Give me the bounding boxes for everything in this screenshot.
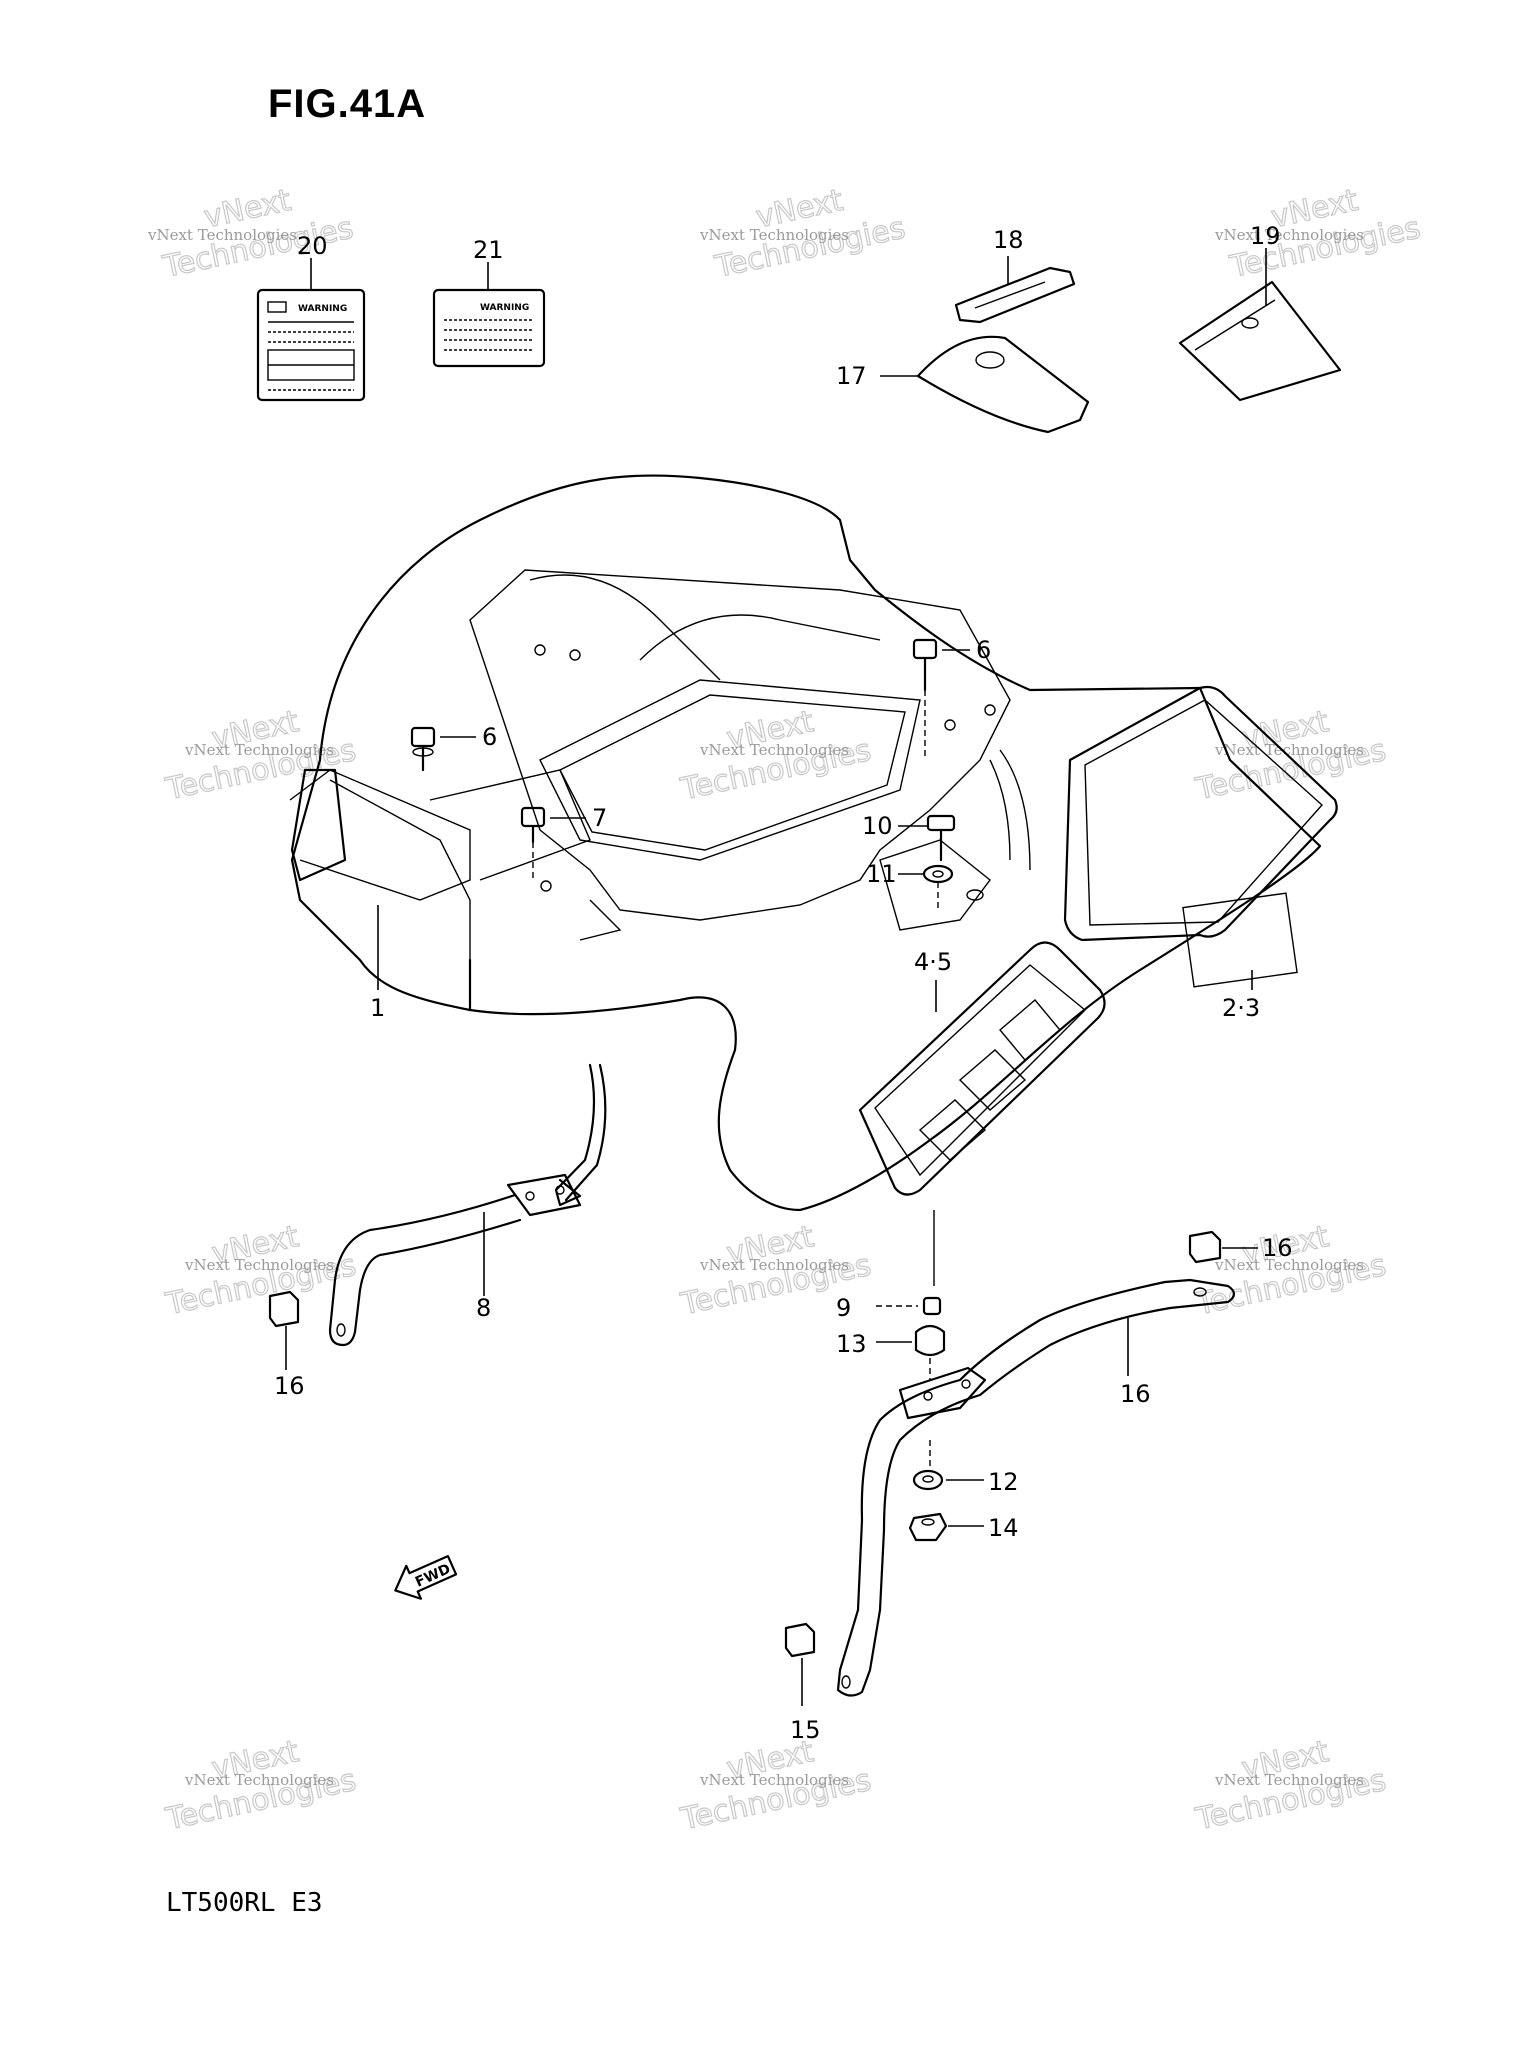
callout-14: 12 xyxy=(988,1468,1019,1496)
watermark: Technologies vNext vNext Technologies xyxy=(677,1218,875,1322)
svg-text:WARNING: WARNING xyxy=(480,303,529,313)
svg-text:vNext Technologies: vNext Technologies xyxy=(699,1771,849,1789)
warning-label-20: WARNING xyxy=(256,288,366,402)
fwd-arrow-icon: FWD xyxy=(394,1554,458,1600)
svg-text:vNext Technologies: vNext Technologies xyxy=(1214,741,1364,759)
cover-17 xyxy=(916,335,1090,434)
callout-9: 16 xyxy=(1120,1380,1151,1408)
stay-8 xyxy=(328,1063,607,1347)
bolt-10 xyxy=(926,814,956,862)
callout-16b: 16 xyxy=(1262,1234,1293,1262)
svg-text:WARNING: WARNING xyxy=(298,304,347,314)
warning-label-21: WARNING xyxy=(432,288,546,368)
callout-17: 17 xyxy=(836,362,867,390)
cap-16-right-upper xyxy=(1188,1230,1222,1264)
watermark: Technologies vNext vNext Technologies xyxy=(699,182,909,285)
svg-text:vNext Technologies: vNext Technologies xyxy=(1214,1256,1364,1274)
figure-title: FIG.41A xyxy=(268,82,427,126)
callout-18: 18 xyxy=(993,226,1024,254)
callout-2-3: 2·3 xyxy=(1222,994,1260,1022)
svg-text:vNext Technologies: vNext Technologies xyxy=(184,1771,334,1789)
watermark: Technologies vNext vNext Technologies xyxy=(162,703,360,807)
callout-7: 7 xyxy=(592,804,607,832)
pouch-19 xyxy=(1178,280,1342,402)
model-code: LT500RL E3 xyxy=(166,1888,323,1918)
grommet-12 xyxy=(914,1324,946,1380)
svg-text:vNext Technologies: vNext Technologies xyxy=(699,1256,849,1274)
watermark: Technologies vNext vNext Technologies xyxy=(1192,703,1390,807)
callout-10: 10 xyxy=(862,812,893,840)
bolt-7 xyxy=(520,806,546,880)
washer-11 xyxy=(922,864,954,910)
callout-8: 8 xyxy=(476,1294,491,1322)
svg-text:vNext Technologies: vNext Technologies xyxy=(699,226,849,244)
callout-12: 13 xyxy=(836,1330,867,1358)
washer-14 xyxy=(912,1440,944,1491)
callout-6b: 6 xyxy=(482,723,497,751)
callout-16c: 15 xyxy=(790,1716,821,1744)
svg-text:vNext Technologies: vNext Technologies xyxy=(1214,1771,1364,1789)
callout-1: 1 xyxy=(370,994,385,1022)
svg-text:vNext Technologies: vNext Technologies xyxy=(147,226,297,244)
svg-text:vNext Technologies: vNext Technologies xyxy=(184,741,334,759)
cap-16-bottom xyxy=(784,1622,816,1658)
callout-19: 19 xyxy=(1250,222,1281,250)
watermark: Technologies vNext vNext Technologies xyxy=(1214,182,1424,285)
watermark: Technologies vNext vNext Technologies xyxy=(162,1218,360,1322)
callout-13: 9 xyxy=(836,1294,851,1322)
callout-6a: 6 xyxy=(976,636,991,664)
svg-text:vNext Technologies: vNext Technologies xyxy=(699,741,849,759)
bolt-6-upper xyxy=(912,638,938,760)
callout-11: 11 xyxy=(866,860,897,888)
bracket-18 xyxy=(954,266,1076,324)
cap-16-left xyxy=(268,1290,300,1328)
bolt-6-left xyxy=(410,726,436,772)
nut-15 xyxy=(908,1512,948,1542)
callout-21: 21 xyxy=(473,236,504,264)
watermark: Technologies vNext vNext Technologies xyxy=(1192,1733,1390,1837)
callout-15: 14 xyxy=(988,1514,1019,1542)
svg-text:FWD: FWD xyxy=(413,1561,453,1591)
svg-text:vNext Technologies: vNext Technologies xyxy=(184,1256,334,1274)
rear-fender xyxy=(289,474,1338,1212)
stay-9 xyxy=(836,1278,1236,1697)
svg-text:vNext Technologies: vNext Technologies xyxy=(1214,226,1364,244)
callout-4-5: 4·5 xyxy=(914,948,952,976)
callout-20: 20 xyxy=(297,232,328,260)
watermark: Technologies vNext vNext Technologies xyxy=(162,1733,360,1837)
callout-16a: 16 xyxy=(274,1372,305,1400)
collar-13 xyxy=(922,1296,942,1316)
watermark: Technologies vNext vNext Technologies xyxy=(677,703,875,807)
watermark: Technologies vNext vNext Technologies xyxy=(677,1733,875,1837)
